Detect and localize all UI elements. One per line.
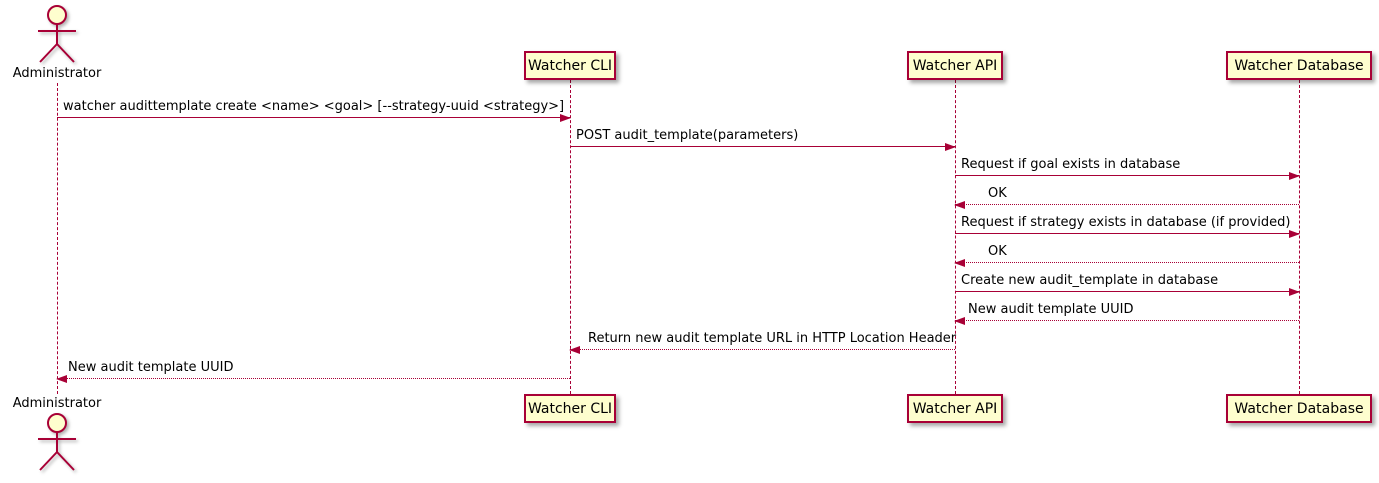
message-5: Request if strategy exists in database (… bbox=[955, 214, 1300, 238]
message-line bbox=[570, 146, 955, 147]
message-label: OK bbox=[988, 186, 1007, 201]
arrowhead-right-icon bbox=[945, 143, 956, 151]
message-4: OK bbox=[954, 185, 1299, 209]
actor-label-bottom: Administrator bbox=[12, 396, 102, 411]
message-line bbox=[955, 320, 1299, 321]
message-8: New audit template UUID bbox=[954, 301, 1299, 325]
message-label: New audit template UUID bbox=[968, 302, 1134, 317]
message-2: POST audit_template(parameters) bbox=[570, 127, 956, 151]
participant-label: Watcher API bbox=[912, 57, 998, 74]
message-9: Return new audit template URL in HTTP Lo… bbox=[569, 330, 957, 354]
message-label: Return new audit template URL in HTTP Lo… bbox=[588, 331, 957, 346]
actor-label-top: Administrator bbox=[12, 66, 102, 81]
participant-watcher-database-bottom: Watcher Database bbox=[1226, 394, 1372, 423]
participant-watcher-cli-top: Watcher CLI bbox=[524, 51, 616, 80]
message-6: OK bbox=[954, 243, 1299, 267]
arrowhead-right-icon bbox=[1289, 172, 1300, 180]
message-3: Request if goal exists in database bbox=[955, 156, 1300, 180]
lifeline-administrator bbox=[57, 83, 58, 394]
message-label: Request if strategy exists in database (… bbox=[961, 215, 1291, 230]
arrowhead-left-icon bbox=[954, 259, 965, 267]
message-10: New audit template UUID bbox=[56, 359, 570, 383]
message-label: watcher audittemplate create <name> <goa… bbox=[63, 99, 565, 114]
participant-label: Watcher CLI bbox=[527, 57, 613, 74]
participant-watcher-api-top: Watcher API bbox=[907, 51, 1003, 80]
message-line bbox=[57, 378, 570, 379]
participant-watcher-api-bottom: Watcher API bbox=[907, 394, 1003, 423]
message-line bbox=[955, 233, 1299, 234]
message-label: OK bbox=[988, 244, 1007, 259]
participant-label: Watcher Database bbox=[1234, 400, 1364, 417]
arrowhead-left-icon bbox=[56, 375, 67, 383]
message-label: POST audit_template(parameters) bbox=[576, 128, 799, 143]
participant-watcher-cli-bottom: Watcher CLI bbox=[524, 394, 616, 423]
message-line bbox=[955, 175, 1299, 176]
message-line bbox=[955, 204, 1299, 205]
message-line bbox=[955, 262, 1299, 263]
participant-label: Watcher API bbox=[912, 400, 998, 417]
arrowhead-left-icon bbox=[954, 317, 965, 325]
message-line bbox=[955, 291, 1299, 292]
arrowhead-right-icon bbox=[1289, 230, 1300, 238]
actor-icon bbox=[25, 411, 89, 477]
message-label: New audit template UUID bbox=[68, 360, 234, 375]
arrowhead-left-icon bbox=[954, 201, 965, 209]
message-label: Request if goal exists in database bbox=[961, 157, 1181, 172]
arrowhead-right-icon bbox=[560, 114, 571, 122]
lifeline-watcher-cli bbox=[570, 80, 571, 394]
lifeline-watcher-api bbox=[955, 80, 956, 394]
message-1: watcher audittemplate create <name> <goa… bbox=[57, 98, 571, 122]
arrowhead-left-icon bbox=[569, 346, 580, 354]
arrowhead-right-icon bbox=[1289, 288, 1300, 296]
message-line bbox=[570, 349, 955, 350]
actor-icon bbox=[25, 3, 89, 69]
message-7: Create new audit_template in database bbox=[955, 272, 1300, 296]
participant-watcher-database-top: Watcher Database bbox=[1226, 51, 1372, 80]
participant-label: Watcher Database bbox=[1234, 57, 1364, 74]
message-label: Create new audit_template in database bbox=[961, 273, 1219, 288]
participant-label: Watcher CLI bbox=[527, 400, 613, 417]
message-line bbox=[57, 117, 570, 118]
